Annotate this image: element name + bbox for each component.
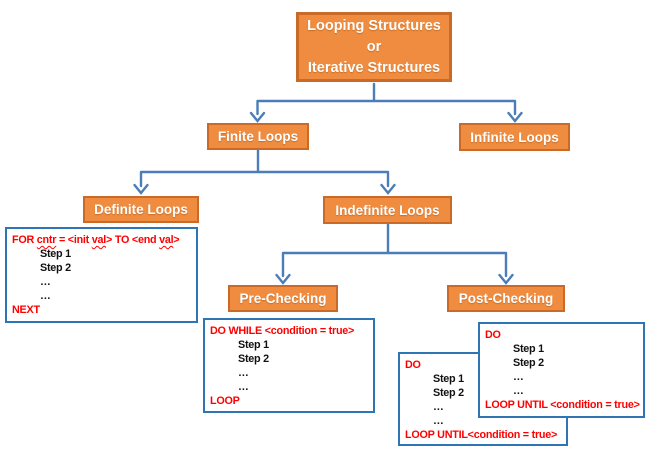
node-infinite-loops: Infinite Loops — [459, 123, 570, 151]
node-definite-loops: Definite Loops — [83, 196, 199, 223]
code-text: … — [238, 381, 249, 393]
code-text: Step 1 — [40, 248, 71, 260]
root-title-line3: Iterative Structures — [307, 59, 441, 76]
code-text: Step 2 — [433, 387, 464, 399]
code-text: … — [238, 367, 249, 379]
code-line: … — [485, 384, 638, 398]
code-text: > TO <end — [106, 234, 160, 246]
code-text: NEXT — [12, 304, 40, 316]
spellcheck-word: cntr — [36, 234, 57, 246]
code-text: > — [173, 234, 180, 246]
code-text: Step 2 — [40, 262, 71, 274]
code-text: … — [433, 415, 444, 427]
code-line: … — [12, 275, 191, 289]
code-line: Step 2 — [485, 356, 638, 370]
code-line: Step 1 — [12, 247, 191, 261]
code-line: Step 1 — [405, 372, 561, 386]
code-line: … — [210, 366, 368, 380]
code-line: DO — [485, 328, 638, 342]
code-line: FOR cntr = <init val> TO <end val> — [12, 233, 191, 247]
code-line: … — [405, 414, 561, 428]
code-text: LOOP UNTIL <condition = true> — [485, 399, 640, 411]
code-text: LOOP — [210, 395, 240, 407]
root-title-line2: or — [366, 38, 382, 55]
code-box-do-loop-until-back: DO Step 1 Step 2 … … LOOP UNTIL <condition = … — [478, 322, 645, 418]
code-line: LOOP UNTIL <condition = true> — [485, 398, 640, 412]
node-indefinite-loops: Indefinite Loops — [323, 196, 452, 224]
code-text: … — [433, 401, 444, 413]
code-text: = <init — [56, 234, 92, 246]
code-text: FOR — [12, 234, 37, 246]
code-line: DO WHILE <condition = true> — [210, 324, 368, 338]
code-text: … — [513, 371, 524, 383]
code-text: DO WHILE <condition = true> — [210, 325, 355, 337]
code-text: DO — [485, 329, 501, 341]
code-text: … — [40, 290, 51, 302]
code-line: LOOP — [210, 394, 368, 408]
code-line: … — [485, 370, 638, 384]
node-looping-structures: Looping Structures or Iterative Structur… — [296, 12, 452, 82]
code-box-do-while-loop: DO WHILE <condition = true> Step 1 Step 2 …… — [203, 318, 375, 413]
code-line: Step 2 — [210, 352, 368, 366]
node-post-checking: Post-Checking — [447, 285, 565, 312]
code-text: … — [40, 276, 51, 288]
code-line: NEXT — [12, 303, 191, 317]
node-finite-loops: Finite Loops — [207, 123, 309, 150]
code-line: DO — [405, 358, 561, 372]
code-line: Step 2 — [405, 386, 561, 400]
code-text: Step 1 — [433, 373, 464, 385]
code-text: Step 1 — [513, 343, 544, 355]
root-title-line1: Looping Structures — [307, 17, 441, 34]
code-line: Step 1 — [485, 342, 638, 356]
code-line: Step 1 — [210, 338, 368, 352]
code-line: … — [210, 380, 368, 394]
node-pre-checking: Pre-Checking — [228, 285, 338, 312]
code-text: Step 2 — [513, 357, 544, 369]
spellcheck-word: val — [159, 234, 174, 246]
code-box-for-next: FOR cntr = <init val> TO <end val>Step 1… — [5, 227, 198, 323]
code-text: DO — [405, 359, 421, 371]
code-text: … — [513, 385, 524, 397]
code-line: … — [12, 289, 191, 303]
code-line: LOOP UNTIL<condition = true> — [405, 428, 561, 442]
code-text: LOOP UNTIL<condition = true> — [405, 429, 558, 441]
code-text: Step 1 — [238, 339, 269, 351]
code-text: Step 2 — [238, 353, 269, 365]
code-line: Step 2 — [12, 261, 191, 275]
spellcheck-word: val — [91, 234, 107, 246]
code-line: … — [405, 400, 561, 414]
